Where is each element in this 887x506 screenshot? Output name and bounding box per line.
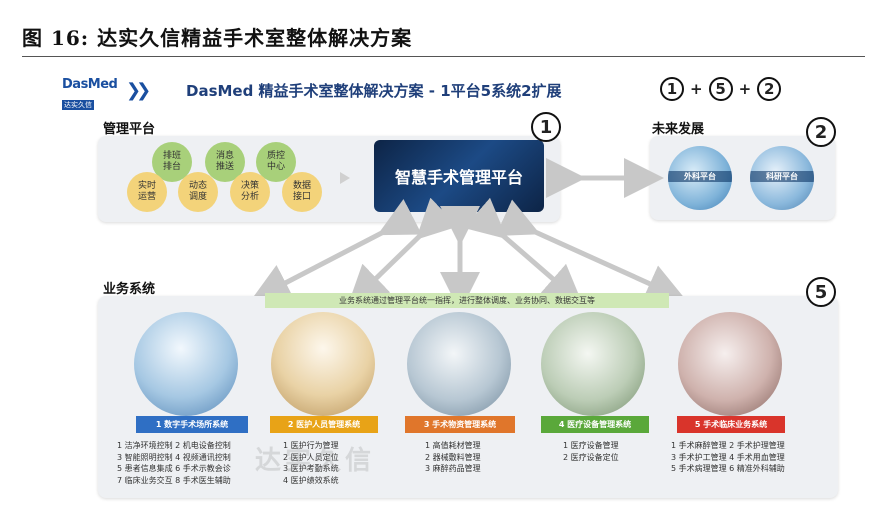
list-item: 2 医护人员定位	[283, 452, 339, 462]
solution-banner: DasMed 精益手术室整体解决方案 - 1平台5系统2扩展	[186, 82, 562, 100]
system-tag-2: 2 医护人员管理系统	[270, 416, 378, 433]
core-platform-label: 智慧手术管理平台	[394, 168, 523, 187]
system-tag-5: 5 手术临床业务系统	[677, 416, 785, 433]
list-item: 5 患者信息集成 6 手术示教会诊	[117, 464, 231, 473]
list-item: 2 医疗设备定位	[563, 452, 619, 462]
title-divider	[22, 56, 865, 57]
system-items-3: 1 高值耗材管理 2 器械敷料管理 3 麻醉药品管理	[425, 440, 481, 475]
bubble-realtime-ops: 实时 运营	[127, 172, 167, 212]
list-item: 1 高值耗材管理	[425, 441, 481, 450]
arrow-system-4	[463, 197, 584, 306]
business-label: 业务系统	[103, 282, 156, 297]
logo-subtext: 达实久信	[62, 100, 94, 110]
surgery-photo	[678, 312, 782, 416]
future-label: 未来发展	[652, 122, 705, 137]
list-item: 3 智能照明控制 4 视频通讯控制	[117, 452, 231, 462]
medical-equipment-photo	[541, 312, 645, 416]
arrow-system-2	[347, 197, 459, 306]
system-items-2: 1 医护行为管理 2 医护人员定位 3 医护考勤系统 4 医护绩效系统	[283, 440, 339, 486]
formula-plus: +	[738, 80, 752, 98]
operating-room-photo	[134, 312, 238, 416]
list-item: 5 手术病理管理 6 精准外科辅助	[671, 464, 785, 473]
figure-title: 图 16: 达实久信精益手术室整体解决方案	[22, 26, 413, 50]
list-item: 7 临床业务交互 8 手术医生辅助	[117, 475, 231, 485]
list-item: 2 器械敷料管理	[425, 452, 481, 462]
system-tag-3: 3 手术物资管理系统	[405, 416, 515, 433]
arrow-system-1	[250, 199, 422, 302]
system-items-4: 1 医疗设备管理 2 医疗设备定位	[563, 440, 619, 463]
research-platform-photo: 科研平台	[750, 146, 814, 210]
list-item: 3 医护考勤系统	[283, 464, 339, 473]
badge-one: 1	[531, 112, 561, 142]
formula-one: 1	[660, 77, 684, 101]
arrow-system-5	[495, 199, 687, 302]
list-item: 3 麻醉药品管理	[425, 464, 481, 473]
logo-text: DasMed	[62, 77, 118, 92]
management-label: 管理平台	[103, 122, 156, 137]
dasmed-logo: DasMed 达实久信	[62, 77, 122, 110]
surgical-instruments-photo	[407, 312, 511, 416]
list-item: 1 医疗设备管理	[563, 441, 619, 450]
arrow-left-icon	[340, 172, 350, 184]
list-item: 3 手术护工管理 4 手术用血管理	[671, 452, 785, 462]
surgical-platform-photo: 外科平台	[668, 146, 732, 210]
future-item-surgical: 外科平台	[668, 171, 732, 182]
bubble-dynamic-dispatch: 动态 调度	[178, 172, 218, 212]
system-items-1: 1 洁净环境控制 2 机电设备控制 3 智能照明控制 4 视频通讯控制 5 患者…	[117, 440, 231, 486]
badge-five: 5	[806, 277, 836, 307]
formula: 1 + 5 + 2	[660, 77, 782, 101]
chevron-right-icon: ❯❯	[126, 80, 151, 101]
list-item: 1 手术麻醉管理 2 手术护理管理	[671, 441, 785, 450]
business-strip: 业务系统通过管理平台统一指挥，进行整体调度、业务协同、数据交互等	[265, 293, 669, 308]
list-item: 1 洁净环境控制 2 机电设备控制	[117, 441, 231, 450]
formula-five: 5	[708, 77, 733, 101]
system-tag-1: 1 数字手术场所系统	[136, 416, 248, 433]
medical-staff-photo	[271, 312, 375, 416]
future-item-research: 科研平台	[750, 171, 814, 182]
system-items-5: 1 手术麻醉管理 2 手术护理管理 3 手术护工管理 4 手术用血管理 5 手术…	[671, 440, 785, 475]
badge-two: 2	[806, 117, 836, 147]
list-item: 4 医护绩效系统	[283, 475, 339, 485]
formula-plus: +	[690, 80, 703, 98]
formula-two: 2	[757, 77, 782, 101]
list-item: 1 医护行为管理	[283, 441, 339, 450]
watermark: 达实久信	[255, 446, 376, 476]
system-tag-4: 4 医疗设备管理系统	[541, 416, 649, 433]
